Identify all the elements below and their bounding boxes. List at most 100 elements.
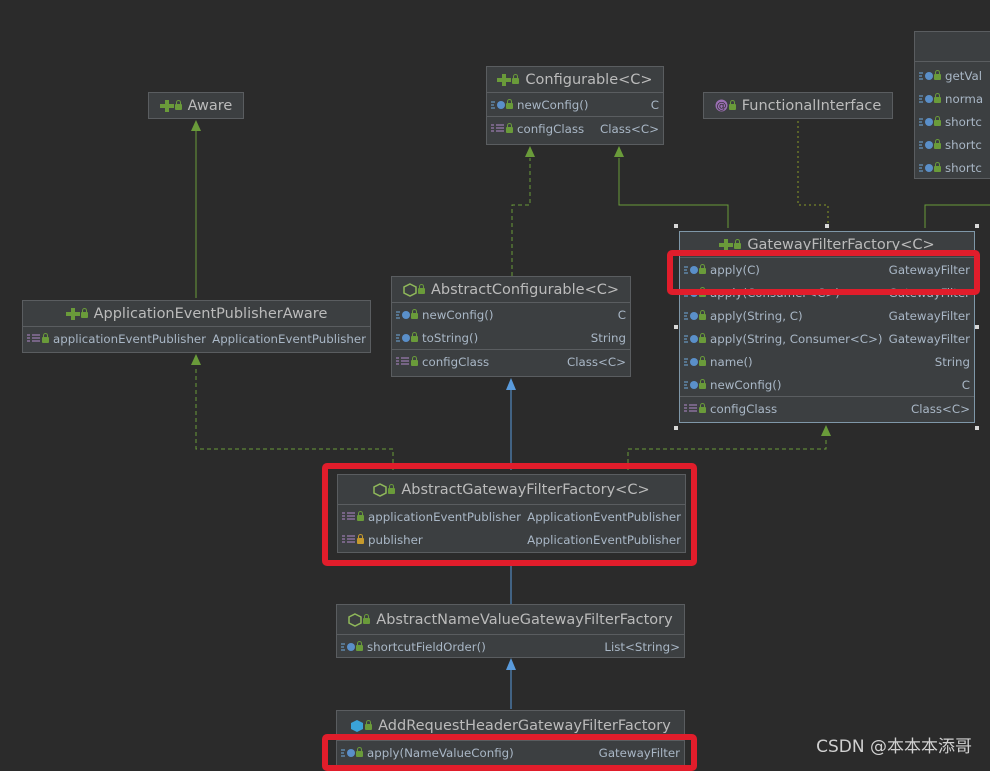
method-icon (919, 70, 941, 81)
member-name: applicationEventPublisher (368, 509, 522, 524)
node-title: GatewayFilterFactory<C> (747, 236, 935, 253)
field-row[interactable]: configClass Class<C> (487, 117, 663, 140)
arrowhead (614, 146, 624, 157)
member-name: shortc (945, 114, 982, 129)
method-icon (919, 93, 941, 104)
selection-handle[interactable] (975, 426, 979, 430)
method-row[interactable]: newConfig()C (680, 373, 974, 396)
selection-handle[interactable] (674, 224, 678, 228)
member-type: String (934, 354, 970, 369)
node-abstract-name-value-gateway-filter-factory[interactable]: AbstractNameValueGatewayFilterFactory sh… (336, 604, 685, 658)
node-title: AbstractNameValueGatewayFilterFactory (376, 611, 673, 628)
method-row[interactable]: newConfig() C (487, 93, 663, 116)
member-name: configClass (517, 121, 585, 136)
method-icon (396, 332, 418, 343)
method-row[interactable]: apply(NameValueConfig) GatewayFilter (337, 741, 684, 764)
node-application-event-publisher-aware[interactable]: ApplicationEventPublisherAware applicati… (22, 300, 371, 353)
selection-handle[interactable] (674, 325, 678, 329)
member-type: List<String> (604, 639, 680, 654)
method-icon (396, 309, 418, 320)
arrowhead (506, 658, 516, 670)
member-type: ApplicationEventPublisher (527, 509, 681, 524)
method-row[interactable]: shortc (915, 156, 990, 179)
node-configurable[interactable]: Configurable<C> newConfig() C configClas… (486, 66, 664, 145)
method-icon (684, 333, 706, 344)
selection-handle[interactable] (975, 325, 979, 329)
node-top-right-partial[interactable]: getVal norma shortc shortc shortc (914, 31, 990, 179)
method-row[interactable]: apply(String, Consumer<C>)GatewayFilter (680, 327, 974, 350)
edge-gatewayfactory-configurable (618, 158, 729, 228)
node-title: Configurable<C> (525, 71, 653, 88)
member-name: configClass (710, 401, 778, 416)
node-abstract-configurable[interactable]: AbstractConfigurable<C> newConfig()C toS… (391, 276, 631, 377)
field-icon (342, 534, 364, 545)
selection-handle[interactable] (975, 224, 979, 228)
selection-handle[interactable] (825, 224, 829, 228)
member-type: ApplicationEventPublisher (212, 331, 366, 346)
member-type: GatewayFilter (888, 308, 970, 323)
class-icon (350, 719, 373, 733)
member-type: GatewayFilter (598, 745, 680, 760)
node-functional-interface[interactable]: @ FunctionalInterface (703, 92, 893, 119)
member-name: newConfig() (422, 307, 494, 322)
abstract-class-icon (373, 482, 396, 497)
method-row[interactable]: norma (915, 87, 990, 110)
node-add-request-header-gateway-filter-factory[interactable]: AddRequestHeaderGatewayFilterFactory app… (336, 710, 685, 767)
field-icon (491, 123, 513, 134)
method-row[interactable]: apply(String, C) GatewayFilter (680, 304, 974, 327)
method-icon (341, 747, 363, 758)
member-name: toString() (422, 330, 479, 345)
member-name: apply(C) (710, 262, 760, 277)
member-name: getVal (945, 68, 983, 83)
method-icon (684, 264, 706, 275)
method-row[interactable]: apply(Consumer<C>)GatewayFilter (680, 281, 974, 304)
field-icon (396, 356, 418, 367)
member-name: norma (945, 91, 984, 106)
node-aware[interactable]: Aware (148, 92, 244, 119)
method-row[interactable]: getVal (915, 64, 990, 87)
node-title: FunctionalInterface (741, 97, 882, 114)
method-row[interactable]: toString() String (392, 326, 630, 349)
interface-icon (719, 238, 742, 251)
field-icon (27, 333, 49, 344)
member-type: C (617, 307, 626, 322)
method-row[interactable]: apply(C) GatewayFilter (680, 258, 974, 281)
node-gateway-filter-factory[interactable]: GatewayFilterFactory<C> apply(C) GatewayF… (679, 231, 975, 423)
method-icon (919, 139, 941, 150)
member-name: shortc (945, 160, 982, 175)
node-abstract-gateway-filter-factory[interactable]: AbstractGatewayFilterFactory<C> applicat… (337, 474, 686, 553)
node-title: Aware (187, 97, 233, 114)
field-icon (342, 511, 364, 522)
member-type: Class<C> (566, 354, 626, 369)
member-type: String (590, 330, 626, 345)
member-name: apply(String, C) (710, 308, 803, 323)
member-name: apply(NameValueConfig) (367, 745, 514, 760)
member-name: apply(String, Consumer<C>) (710, 331, 883, 346)
field-row[interactable]: applicationEventPublisher ApplicationEve… (23, 327, 370, 350)
edge-abstractconfigurable-configurable (511, 158, 531, 276)
method-icon (919, 116, 941, 127)
abstract-class-icon (403, 282, 425, 297)
svg-text:@: @ (716, 101, 726, 112)
method-icon (341, 641, 363, 652)
member-name: newConfig() (517, 97, 589, 112)
method-row[interactable]: shortcutFieldOrder()List<String> (337, 635, 684, 658)
method-row[interactable]: name()String (680, 350, 974, 373)
member-name: apply(Consumer<C>) (710, 285, 840, 300)
member-type: GatewayFilter (888, 262, 970, 277)
method-row[interactable]: shortc (915, 110, 990, 133)
method-icon (684, 379, 706, 390)
method-row[interactable]: shortc (915, 133, 990, 156)
method-row[interactable]: newConfig() C (392, 303, 630, 326)
arrowhead (191, 354, 201, 365)
selection-handle[interactable] (674, 426, 678, 430)
interface-icon (497, 73, 520, 86)
member-name: newConfig() (710, 377, 782, 392)
watermark: CSDN @本本本添哥 (816, 737, 972, 757)
field-row[interactable]: applicationEventPublisher ApplicationEven… (338, 505, 685, 528)
method-icon (684, 356, 706, 367)
